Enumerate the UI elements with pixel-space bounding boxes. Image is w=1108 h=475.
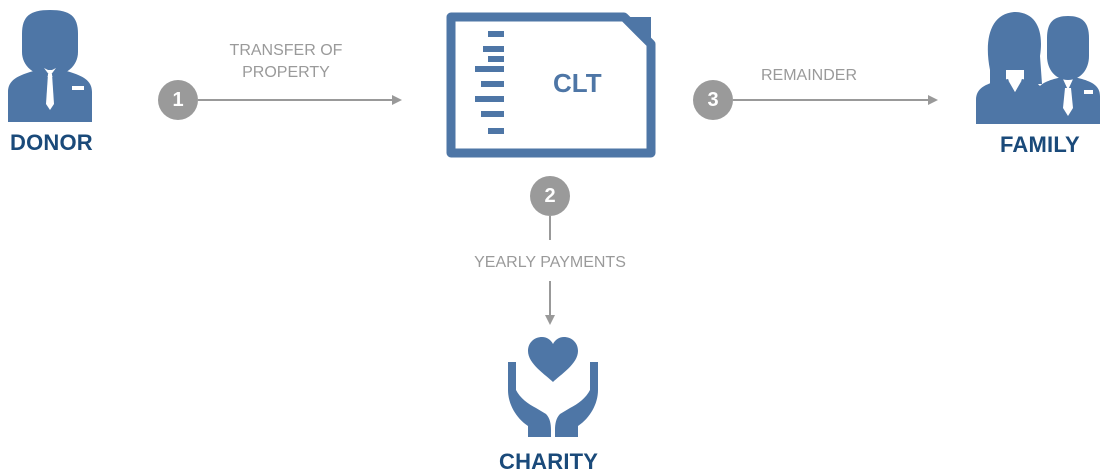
charity-label: CHARITY: [499, 449, 599, 474]
transfer-label: TRANSFER OF PROPERTY: [206, 40, 366, 84]
document-lines: [475, 31, 504, 134]
couple-icon: [976, 12, 1100, 124]
transfer-label-line2: PROPERTY: [242, 64, 330, 81]
step-3-badge: 3: [693, 80, 733, 120]
heart-in-hands-icon: [508, 337, 598, 437]
remainder-label: REMAINDER: [760, 67, 857, 84]
donor-label: DONOR: [10, 130, 93, 155]
step-2-badge: 2: [530, 176, 570, 216]
step-1-badge: 1: [158, 80, 198, 120]
clt-label: CLT: [553, 68, 602, 98]
transfer-label-line1: TRANSFER OF: [229, 42, 343, 59]
payments-label: YEARLY PAYMENTS: [474, 254, 626, 271]
document-icon: [446, 12, 656, 158]
family-label: FAMILY: [1000, 132, 1080, 157]
businessman-icon: [8, 10, 92, 122]
